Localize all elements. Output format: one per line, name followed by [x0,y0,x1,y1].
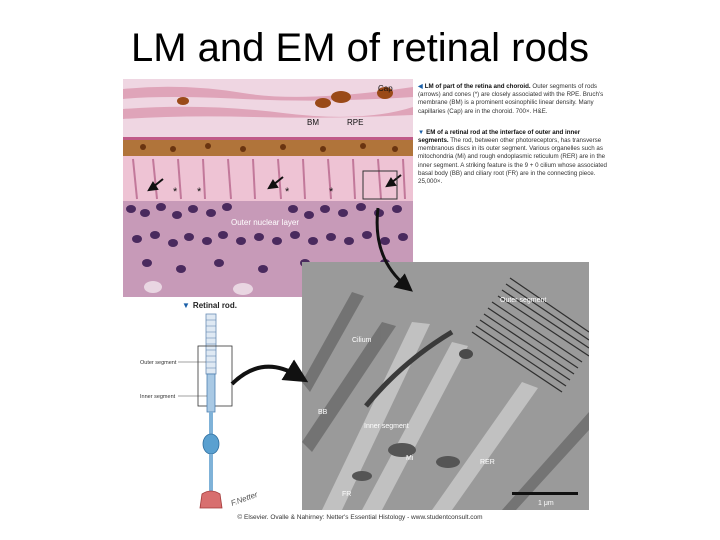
triangle-down-icon: ▼ [182,301,190,310]
em-label-inner-segment: Inner segment [364,423,409,430]
lm-label-cap: Cap [378,84,393,93]
caption-panel: ◀LM of part of the retina and choroid. O… [418,83,608,199]
triangle-down-icon: ▼ [418,128,425,136]
caption-em-heading: EM of a retinal rod at the interface of … [418,128,581,145]
em-label-bb: BB [318,409,328,416]
slide-title: LM and EM of retinal rods [131,26,589,70]
em-label-fr: FR [342,491,351,498]
rod-diagram: Outer segment Inner segment F.Netter [140,312,280,516]
rod-diagram-title-text: Retinal rod. [192,301,237,310]
triangle-left-icon: ◀ [418,83,423,90]
lm-label-bm: BM [307,118,319,127]
em-micrograph: Outer segment Cilium BB Inner segment Mi… [302,262,589,510]
lm-micrograph: Cap BM RPE * * * * Outer nuclear layer [123,79,413,297]
em-label-rer: RER [480,459,495,466]
em-label-cilium: Cilium [352,337,372,344]
em-scale-label: 1 μm [538,500,554,507]
lm-label-outer-nuclear-layer: Outer nuclear layer [231,218,299,227]
caption-em-body: The rod, between other photoreceptors, h… [418,137,607,186]
lm-cone-marker-4: * [329,186,334,198]
lm-label-rpe: RPE [347,118,363,127]
lm-cone-marker-3: * [285,186,290,198]
caption-lm: ◀LM of part of the retina and choroid. O… [418,83,608,116]
lm-cone-marker-1: * [173,186,178,198]
em-label-outer-segment: Outer segment [500,297,546,304]
caption-em: ▼EM of a retinal rod at the interface of… [418,129,608,186]
caption-lm-body: Outer segments of rods (arrows) and cone… [418,83,604,115]
rod-label-outer-segment: Outer segment [140,360,177,366]
em-label-mi: Mi [406,455,414,462]
netter-signature: F.Netter [230,490,260,508]
rod-diagram-title: ▼Retinal rod. [182,301,237,310]
caption-lm-heading: LM of part of the retina and choroid. [424,83,531,90]
lm-cone-marker-2: * [197,186,202,198]
copyright-line: © Elsevier. Ovalle & Nahirney: Netter's … [237,514,483,521]
rod-label-inner-segment: Inner segment [140,394,176,400]
